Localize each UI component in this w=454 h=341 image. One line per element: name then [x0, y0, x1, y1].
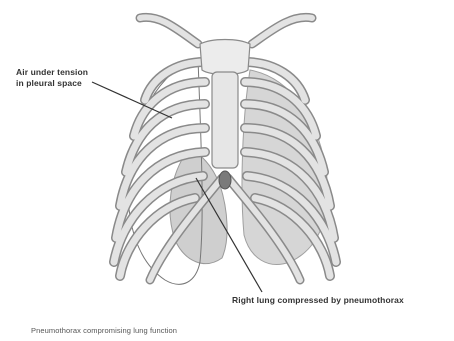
- label-air-under-tension-line1: Air under tension: [16, 67, 88, 77]
- manubrium: [200, 40, 250, 75]
- label-air-under-tension-line2: in pleural space: [16, 78, 82, 88]
- xiphoid-process: [219, 171, 231, 189]
- sternum-body: [212, 72, 238, 168]
- figure-caption: Pneumothorax compromising lung function: [31, 326, 177, 336]
- label-right-lung-compressed: Right lung compressed by pneumothorax: [232, 295, 404, 305]
